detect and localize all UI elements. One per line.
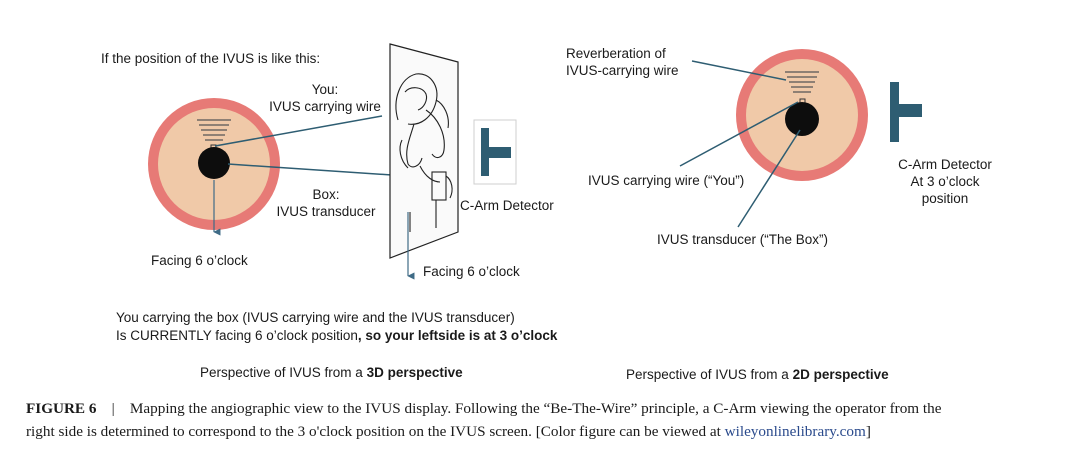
caption-text1: Mapping the angiographic view to the IVU… (129, 400, 942, 417)
left-transducer (198, 147, 230, 179)
caption-line2: right side is determined to correspond t… (26, 420, 1066, 443)
right-wire-label: IVUS carrying wire (“You”) (588, 173, 745, 188)
left-perspective-b: 3D perspective (366, 365, 463, 380)
left-reverberation-lines (197, 119, 231, 141)
note-line2: Is CURRENTLY facing 6 o’clock position, … (116, 327, 557, 344)
left-perspective-title: Perspective of IVUS from a 3D perspectiv… (200, 364, 463, 381)
left-perspective-a: Perspective of IVUS from a (200, 365, 367, 380)
right-transducer (785, 102, 819, 136)
box-label-line1: Box: (312, 187, 340, 202)
right-reverb-pointer (691, 60, 787, 81)
caption-separator: | (111, 400, 115, 417)
you-label: You: IVUS carrying wire (262, 81, 388, 115)
right-perspective-a: Perspective of IVUS from a (626, 367, 793, 382)
caption-label: FIGURE 6 (26, 400, 97, 417)
figure-caption: FIGURE 6 | Mapping the angiographic view… (26, 397, 1066, 443)
facing-label-left: Facing 6 o’clock (151, 253, 248, 268)
right-perspective-title: Perspective of IVUS from a 2D perspectiv… (626, 366, 889, 383)
left-detector-label: C-Arm Detector (460, 198, 554, 213)
right-transducer-label: IVUS transducer (“The Box”) (657, 232, 829, 247)
right-ivus-image (736, 49, 868, 181)
operator-plane (389, 43, 459, 259)
intro-text: If the position of the IVUS is like this… (101, 51, 321, 66)
right-perspective-b: 2D perspective (792, 367, 889, 382)
reverb-label-line2: IVUS-carrying wire (566, 63, 679, 78)
box-label: Box: IVUS transducer (270, 186, 382, 220)
facing-label-plane: Facing 6 o’clock (423, 264, 520, 279)
left-ivus-image (148, 98, 280, 230)
left-wire-pointer (214, 115, 383, 147)
right-transducer-pointer (737, 129, 801, 228)
right-reverberation-lines (785, 71, 819, 93)
right-c-arm-detector (890, 82, 922, 142)
box-label-line2: IVUS transducer (276, 204, 376, 219)
note-line2-part-a: Is CURRENTLY facing 6 o’clock position (116, 328, 358, 343)
operator-sketch (395, 73, 453, 232)
reverb-label: Reverberation of IVUS-carrying wire (566, 45, 679, 79)
left-c-arm-detector (473, 119, 517, 185)
note-line1: You carrying the box (IVUS carrying wire… (116, 310, 515, 325)
right-detector-line1: C-Arm Detector (898, 157, 992, 172)
note-line2-part-b: , so your leftside is at 3 o’clock (357, 328, 558, 343)
caption-link[interactable]: wileyonlinelibrary.com (724, 423, 866, 440)
you-label-line2: IVUS carrying wire (269, 99, 381, 114)
right-wire-pointer (679, 101, 799, 167)
caption-text2: right side is determined to correspond t… (26, 423, 725, 440)
right-detector-line2: At 3 o’clock (910, 174, 980, 189)
caption-end: ] (865, 423, 871, 440)
right-detector-label: C-Arm Detector At 3 o’clock position (880, 156, 1010, 207)
reverb-label-line1: Reverberation of (566, 46, 666, 61)
caption-line1: FIGURE 6 | Mapping the angiographic view… (26, 397, 1066, 420)
right-detector-line3: position (921, 191, 969, 206)
you-label-line1: You: (311, 82, 339, 97)
